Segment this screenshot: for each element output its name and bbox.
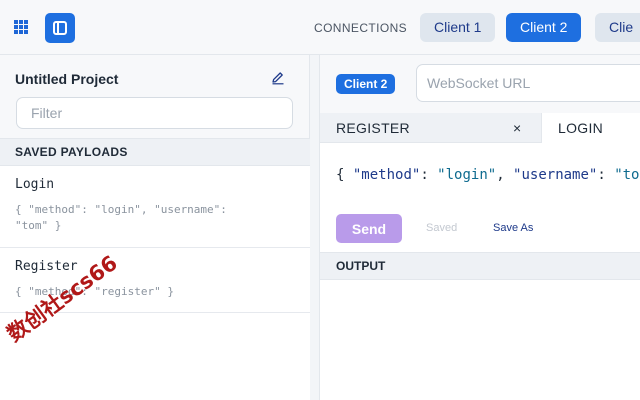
tab-login[interactable]: LOGIN	[541, 113, 640, 143]
close-tab-icon[interactable]: ×	[513, 120, 522, 136]
payload-item-register[interactable]: Register { "method": "register" }	[0, 248, 310, 313]
editor-brace: {	[336, 167, 345, 183]
saved-payloads-header: SAVED PAYLOADS	[0, 138, 310, 166]
save-as-button[interactable]: Save As	[493, 222, 534, 234]
client-tab-2[interactable]: Client 2	[506, 13, 582, 42]
connection-header: Client 2	[320, 55, 640, 113]
payload-preview: { "method": "login", "username": "tom" }	[15, 203, 227, 232]
apps-grid-icon[interactable]	[14, 20, 28, 34]
editor-key: "method"	[352, 167, 421, 183]
project-title: Untitled Project	[15, 71, 119, 87]
payload-name: Register	[15, 259, 78, 274]
payload-tabs: REGISTER × LOGIN	[320, 113, 640, 143]
client-tab-1[interactable]: Client 1	[420, 13, 496, 42]
sidebar: Untitled Project SAVED PAYLOADS Login { …	[0, 55, 310, 400]
saved-button[interactable]: Saved	[426, 222, 458, 234]
connections-label: CONNECTIONS	[314, 21, 408, 35]
edit-pencil-icon[interactable]	[271, 71, 285, 85]
payload-item-login[interactable]: Login { "method": "login", "username": "…	[0, 166, 310, 248]
payload-editor[interactable]: { "method": "login", "username": "tom	[336, 167, 640, 183]
client-tab-3[interactable]: Clie	[595, 13, 640, 42]
tab-register[interactable]: REGISTER	[336, 120, 410, 136]
payload-name: Login	[15, 177, 55, 192]
editor-value: "tom	[614, 167, 640, 183]
editor-key: "username"	[513, 167, 598, 183]
toggle-sidebar-button[interactable]	[45, 13, 75, 43]
filter-input[interactable]	[16, 97, 293, 129]
sidebar-empty-area	[0, 313, 310, 400]
top-bar: CONNECTIONS Client 1 Client 2 Clie	[0, 0, 640, 55]
client-badge: Client 2	[336, 74, 396, 94]
payload-preview: { "method": "register" }	[15, 285, 174, 298]
main-panel: Client 2 REGISTER × LOGIN { "method": "l…	[319, 55, 640, 400]
sidebar-panel-icon	[53, 21, 67, 35]
send-button[interactable]: Send	[336, 214, 402, 243]
websocket-url-input[interactable]	[416, 64, 640, 102]
editor-value: "login"	[437, 167, 497, 183]
output-header: OUTPUT	[320, 252, 640, 280]
